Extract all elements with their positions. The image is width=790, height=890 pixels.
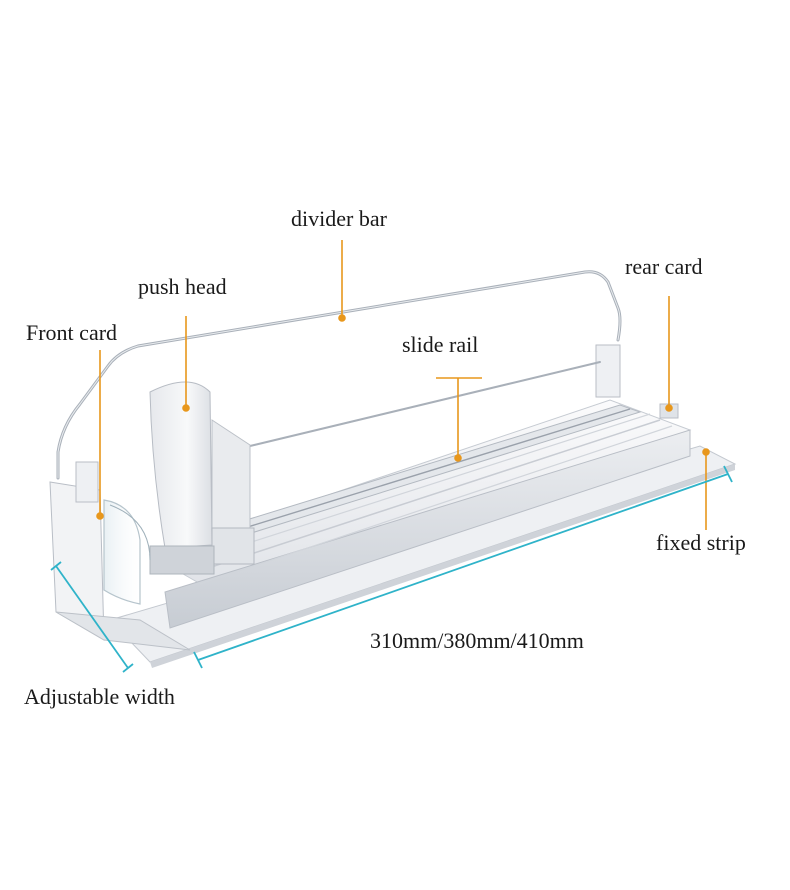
divider-bar-part xyxy=(56,270,622,480)
divider-bar-label: divider bar xyxy=(291,206,387,231)
slide-rail-dot xyxy=(454,454,462,462)
divider-bar-dot xyxy=(338,314,346,322)
leader-lines xyxy=(96,240,710,530)
front-card-dot xyxy=(96,512,104,520)
width-dimension-line xyxy=(55,565,129,669)
length-options-label: 310mm/380mm/410mm xyxy=(370,628,584,653)
fixed-strip-dot xyxy=(702,448,710,456)
width-dimension-tick-bottom xyxy=(122,663,134,673)
front-card-label: Front card xyxy=(26,320,118,345)
length-dimension-tick-left xyxy=(193,651,203,669)
tray-base xyxy=(148,399,692,629)
rear-card-label: rear card xyxy=(625,254,703,279)
push-head-label: push head xyxy=(138,274,227,299)
fixed-strip-label: fixed strip xyxy=(656,530,746,555)
adjustable-width-label: Adjustable width xyxy=(24,684,175,709)
rear-card-dot xyxy=(665,404,673,412)
front-card-part xyxy=(49,461,191,651)
push-head-dot xyxy=(182,404,190,412)
push-head-part xyxy=(149,381,255,575)
dimension-lines xyxy=(50,465,733,673)
length-dimension-line xyxy=(197,473,729,661)
slide-rail-label: slide rail xyxy=(402,332,479,357)
length-dimension-tick-right xyxy=(723,465,733,483)
width-dimension-tick-top xyxy=(50,561,62,571)
